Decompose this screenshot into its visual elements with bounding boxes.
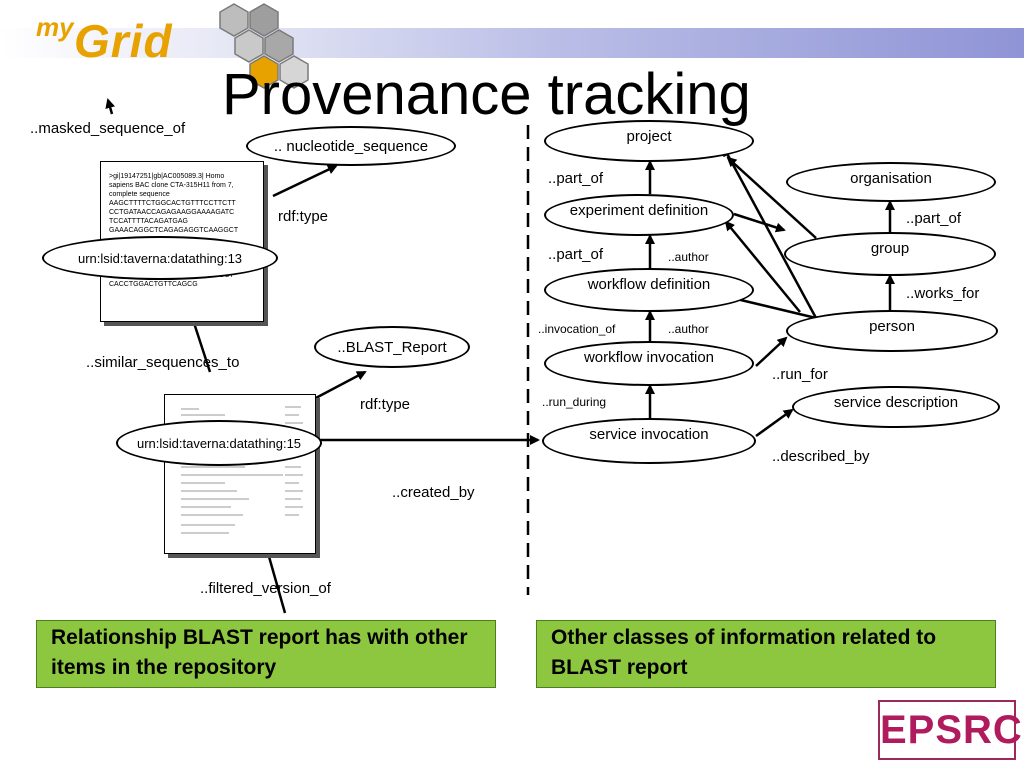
grid-hexagons-icon [219, 3, 309, 89]
node-person: person [786, 310, 998, 352]
blast-report-text-lines [181, 406, 303, 534]
arrow-described-by [755, 408, 794, 438]
arrow-rdf-type-1 [272, 164, 338, 198]
epsrc-logo-text: EPSRC [880, 708, 1023, 752]
arrow-rdf-type-2 [311, 370, 367, 402]
caption-right: Other classes of information related to … [536, 620, 996, 688]
caption-left: Relationship BLAST report has with other… [36, 620, 496, 688]
label-rdf-type-1: rdf:type [278, 208, 329, 225]
label-similar-sequences-to: ..similar_sequences_to [86, 354, 240, 371]
arrow-run-for [755, 336, 788, 367]
page-title: Provenance tracking [222, 62, 751, 127]
logo-grid: Grid [74, 15, 173, 67]
arrow-masked-sequence-of [105, 98, 116, 115]
label-invocation-of: ..invocation_of [538, 322, 616, 336]
header-gradient-bar [0, 28, 1024, 58]
node-service-invocation: service invocation [542, 418, 756, 464]
epsrc-logo: EPSRC [878, 700, 1023, 760]
node-workflow-definition: workflow definition [544, 268, 754, 312]
node-service-description: service description [792, 386, 1000, 428]
label-rdf-type-2: rdf:type [360, 396, 411, 413]
blast-report-document [164, 394, 316, 554]
label-part-of-1: ..part_of [548, 170, 604, 187]
node-nucleotide-sequence: .. nucleotide_sequence [246, 126, 456, 166]
node-project: project [544, 120, 754, 162]
label-run-for: ..run_for [772, 366, 828, 383]
label-described-by: ..described_by [772, 448, 870, 465]
node-blast-report: ..BLAST_Report [314, 326, 470, 368]
label-author-2: ..author [668, 322, 709, 336]
arrow-person-project [722, 146, 818, 319]
node-experiment-definition: experiment definition [544, 194, 734, 236]
label-works-for: ..works_for [906, 285, 980, 302]
arrow-group-project [726, 156, 817, 239]
label-filtered-version-of: ..filtered_version_of [200, 580, 331, 597]
label-run-during: ..run_during [542, 395, 607, 409]
node-datathing-13: urn:lsid:taverna:datathing:13 [42, 236, 278, 280]
label-part-of-3: ..part_of [906, 210, 962, 227]
label-created-by: ..created_by [392, 484, 475, 501]
node-workflow-invocation: workflow invocation [544, 341, 754, 386]
label-part-of-2: ..part_of [548, 246, 604, 263]
logo-my: my [36, 12, 74, 42]
arrow-expdef-group [733, 212, 786, 233]
node-organisation: organisation [786, 162, 996, 202]
label-author-1: ..author [668, 250, 709, 264]
arrow-person-expdef [724, 220, 801, 313]
label-masked-sequence-of: ..masked_sequence_of [30, 120, 186, 137]
node-group: group [784, 232, 996, 276]
node-datathing-15: urn:lsid:taverna:datathing:15 [116, 420, 322, 466]
